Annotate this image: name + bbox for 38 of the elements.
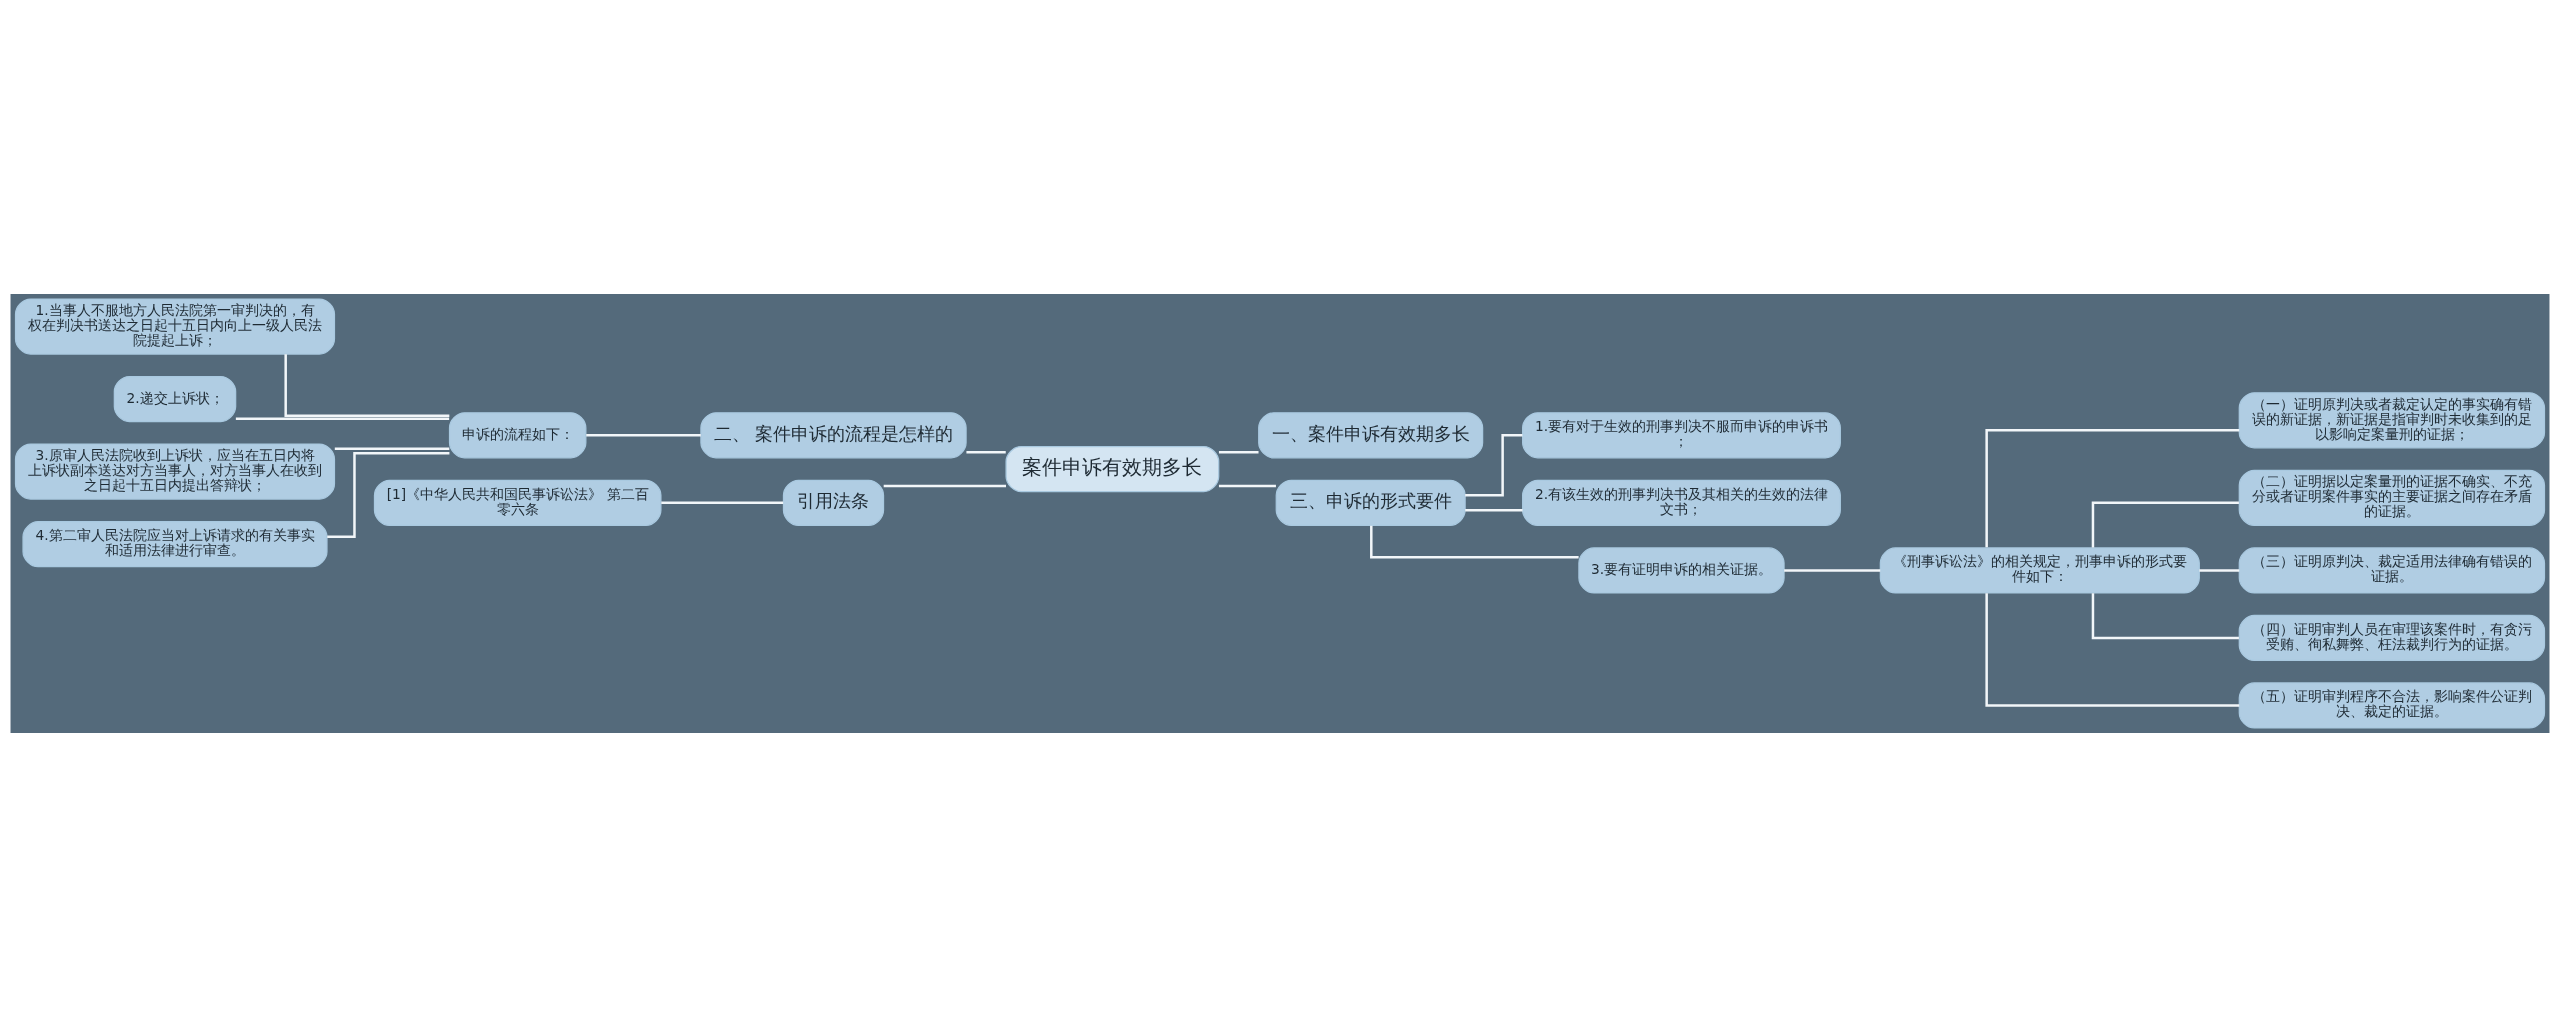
node-box: 2.递交上诉状；: [113, 375, 237, 422]
node-box: [1]《中华人民共和国民事诉讼法》 第二百零六条: [373, 479, 662, 526]
connector: [661, 501, 784, 504]
connector: [334, 446, 450, 450]
node-box: 三、申诉的形式要件: [1275, 479, 1466, 526]
connector: [2091, 501, 2239, 548]
node-box: 引用法条: [782, 479, 885, 526]
connector: [284, 353, 450, 417]
connector: [1985, 428, 2240, 547]
connector: [1784, 568, 1881, 572]
connector: [966, 450, 1006, 453]
node-box: （五）证明审判程序不合法，影响案件公证判决、裁定的证据。: [2238, 681, 2546, 729]
node-box: 3.原审人民法院收到上诉状，应当在五日内将上诉状副本送达对方当事人，对方当事人在收到之日起十五日内提出答辩状；: [14, 442, 336, 500]
node-box: 一、案件申诉有效期多长: [1258, 411, 1484, 458]
connector: [1985, 592, 2240, 707]
node-box: 1.要有对于生效的刑事判决不服而申诉的申诉书；: [1522, 411, 1841, 458]
connector: [327, 451, 450, 538]
connector: [1465, 433, 1523, 497]
node-box: 4.第二审人民法院应当对上诉请求的有关事实和适用法律进行审查。: [22, 520, 328, 567]
connector: [2091, 592, 2239, 639]
connector: [586, 433, 701, 437]
node-box: 3.要有证明申诉的相关证据。: [1578, 546, 1785, 594]
connector: [235, 416, 450, 420]
connector: [1465, 508, 1523, 512]
node-box: （一）证明原判决或者裁定认定的事实确有错误的新证据，新证据是指审判时未收集到的足以影响定案量刑的证据；: [2238, 391, 2546, 448]
connector: [1218, 450, 1259, 453]
connector: [2199, 568, 2240, 572]
connector: [883, 484, 1006, 487]
node-box: （四）证明审判人员在审理该案件时，有贪污受贿、徇私舞弊、枉法裁判行为的证据。: [2238, 614, 2546, 661]
node-box: （三）证明原判决、裁定适用法律确有错误的证据。: [2238, 546, 2546, 594]
node-box: 申诉的流程如下：: [448, 411, 587, 458]
node-box: （二）证明据以定案量刑的证据不确实、不充分或者证明案件事实的主要证据之间存在矛盾的证据。: [2238, 469, 2546, 526]
node-box: 1.当事人不服地方人民法院第一审判决的，有权在判决书送达之日起十五日内向上一级人民法院提起上诉；: [14, 297, 336, 355]
node-box: 2.有该生效的刑事判决书及其相关的生效的法律文书；: [1522, 479, 1841, 526]
node-box: 《刑事诉讼法》的相关规定，刑事申诉的形式要件如下：: [1879, 546, 2200, 594]
connector: [1218, 484, 1276, 487]
node-box: 二、 案件申诉的流程是怎样的: [700, 411, 967, 458]
node-box: 案件申诉有效期多长: [1005, 445, 1220, 492]
